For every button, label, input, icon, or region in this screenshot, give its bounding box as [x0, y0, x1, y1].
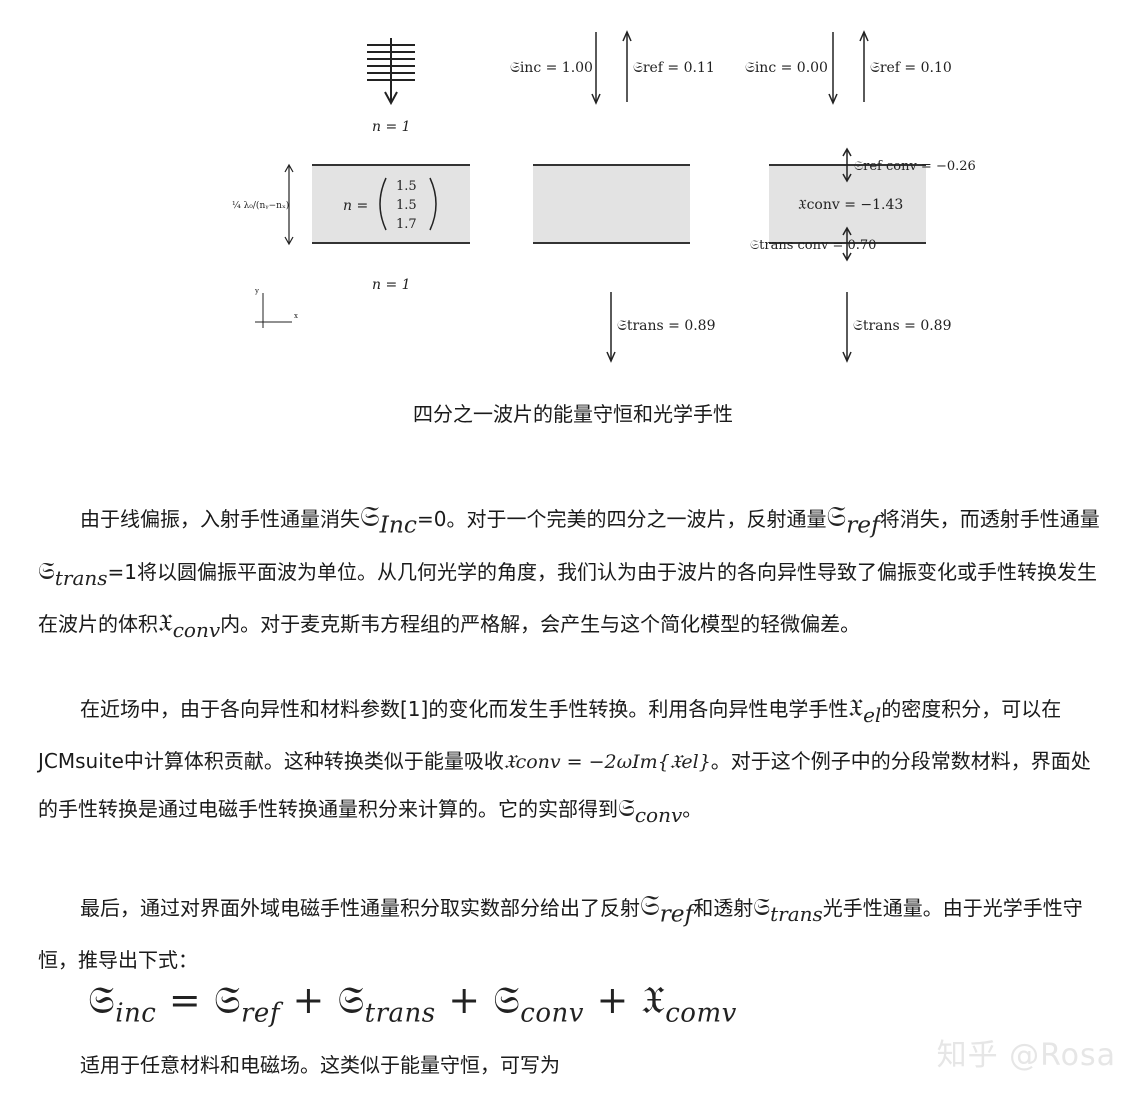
- n-top-label: n = 1: [372, 119, 411, 135]
- matrix-left-paren: [379, 177, 387, 231]
- s-ref-1-label: 𝔖ref = 0.11: [633, 60, 715, 76]
- axis-x-label: x: [294, 312, 298, 320]
- p2-text-2: 的密度积分，可以在JCMsuite中计算体积贡献。这种转换类似于能量吸收: [38, 697, 1062, 773]
- p3-text-3: 光手性通量。由于光学手性守恒，推导出下式：: [38, 896, 1083, 972]
- paragraph-2: 在近场中，由于各向异性和材料参数[1]的变化而发生手性转换。利用各向异性电学手性…: [38, 685, 1108, 838]
- p3-text-2: 和透射: [693, 896, 754, 920]
- axis-y-label: y: [254, 287, 259, 295]
- trans-conv-label: 𝔖trans conv = 0.70: [750, 238, 876, 253]
- p1-math-x-conv: 𝔛conv: [158, 609, 221, 643]
- s-ref-2-label: 𝔖ref = 0.10: [870, 60, 952, 76]
- n-bottom-label: n = 1: [372, 277, 411, 293]
- paragraph-1: 由于线偏振，入射手性通量消失𝔖Inc=0。对于一个完美的四分之一波片，反射通量𝔖…: [38, 494, 1108, 653]
- p2-math-absorption: 𝔛conv = −2ωIm{𝔛el}: [503, 750, 711, 773]
- trans-arrow-2: [842, 292, 852, 363]
- matrix-value-2: 1.5: [396, 198, 417, 213]
- arrow-pair-2: [828, 30, 869, 105]
- x-conv-label: 𝔛conv = −1.43: [798, 197, 903, 213]
- watermark: 知乎 @Rosa: [936, 1038, 1116, 1073]
- final-line: 适用于任意材料和电磁场。这类似于能量守恒，可写为: [38, 1042, 1108, 1088]
- matrix-right-paren: [429, 177, 437, 231]
- paragraph-3: 最后，通过对界面外域电磁手性通量积分取实数部分给出了反射𝔖ref和透射𝔖tran…: [38, 883, 1108, 983]
- p1-text-5: 内。对于麦克斯韦方程组的严格解，会产生与这个简化模型的轻微偏差。: [220, 612, 861, 637]
- trans-arrow-1: [606, 292, 616, 363]
- p1-text-2: =0。对于一个完美的四分之一波片，反射通量: [416, 507, 827, 531]
- p2-text-1: 在近场中，由于各向异性和材料参数[1]的变化而发生手性转换。利用各向异性电学手性: [80, 697, 849, 721]
- waveplate-slab-2: [533, 164, 690, 244]
- thickness-label: ¼ λ₀/(nᵧ−nₓ): [232, 200, 289, 211]
- s-trans-2-label: 𝔖trans = 0.89: [853, 318, 952, 334]
- s-inc-2-label: 𝔖inc = 0.00: [745, 60, 828, 76]
- p2-text-4: 。: [682, 796, 703, 821]
- p2-math-s-conv: 𝔖conv: [618, 793, 683, 827]
- p1-math-s-inc: 𝔖Inc: [360, 500, 417, 539]
- final-line-text: 适用于任意材料和电磁场。这类似于能量守恒，可写为: [80, 1053, 560, 1077]
- matrix-value-3: 1.7: [396, 217, 417, 232]
- thickness-arrow: [284, 163, 294, 246]
- p1-text-3: 将消失，而透射手性通量: [879, 507, 1100, 531]
- incident-wave-icon: [367, 38, 415, 106]
- waveplate-slab-1: [312, 164, 470, 244]
- ref-conv-label: 𝔖ref conv = −0.26: [854, 159, 976, 174]
- p3-math-s-trans: 𝔖trans: [753, 893, 823, 926]
- arrow-pair-1: [591, 30, 632, 105]
- figure-diagram: n = 1 𝔖inc = 1.00 𝔖ref = 0.11 𝔖inc = 0.0…: [232, 30, 976, 363]
- matrix-value-1: 1.5: [396, 179, 417, 194]
- p1-text-4: =1将以圆偏振平面波为单位。从几何光学的角度，我们认为由于波片的各向异性导致了偏…: [38, 559, 1098, 637]
- p1-math-s-ref: 𝔖ref: [826, 500, 880, 539]
- p2-text-3: 。对于这个例子中的分段常数材料，界面处的手性转换是通过电磁手性转换通量积分来计算…: [38, 748, 1091, 821]
- conv-arrows: [842, 147, 852, 262]
- p2-math-x-el: 𝔛el: [848, 694, 882, 727]
- s-inc-1-label: 𝔖inc = 1.00: [510, 60, 593, 76]
- conservation-equation: 𝔖inc = 𝔖ref + 𝔖trans + 𝔖conv + 𝔛comv: [88, 978, 737, 1029]
- p3-text-1: 最后，通过对界面外域电磁手性通量积分取实数部分给出了反射: [80, 896, 640, 920]
- n-matrix-label: n =: [343, 198, 368, 214]
- s-trans-1-label: 𝔖trans = 0.89: [617, 318, 716, 334]
- p1-math-s-trans: 𝔖trans: [38, 556, 108, 590]
- p3-math-s-ref: 𝔖ref: [640, 889, 694, 928]
- figure-caption: 四分之一波片的能量守恒和光学手性: [413, 402, 733, 426]
- axes-icon: [255, 293, 292, 328]
- p1-text-1: 由于线偏振，入射手性通量消失: [80, 507, 360, 531]
